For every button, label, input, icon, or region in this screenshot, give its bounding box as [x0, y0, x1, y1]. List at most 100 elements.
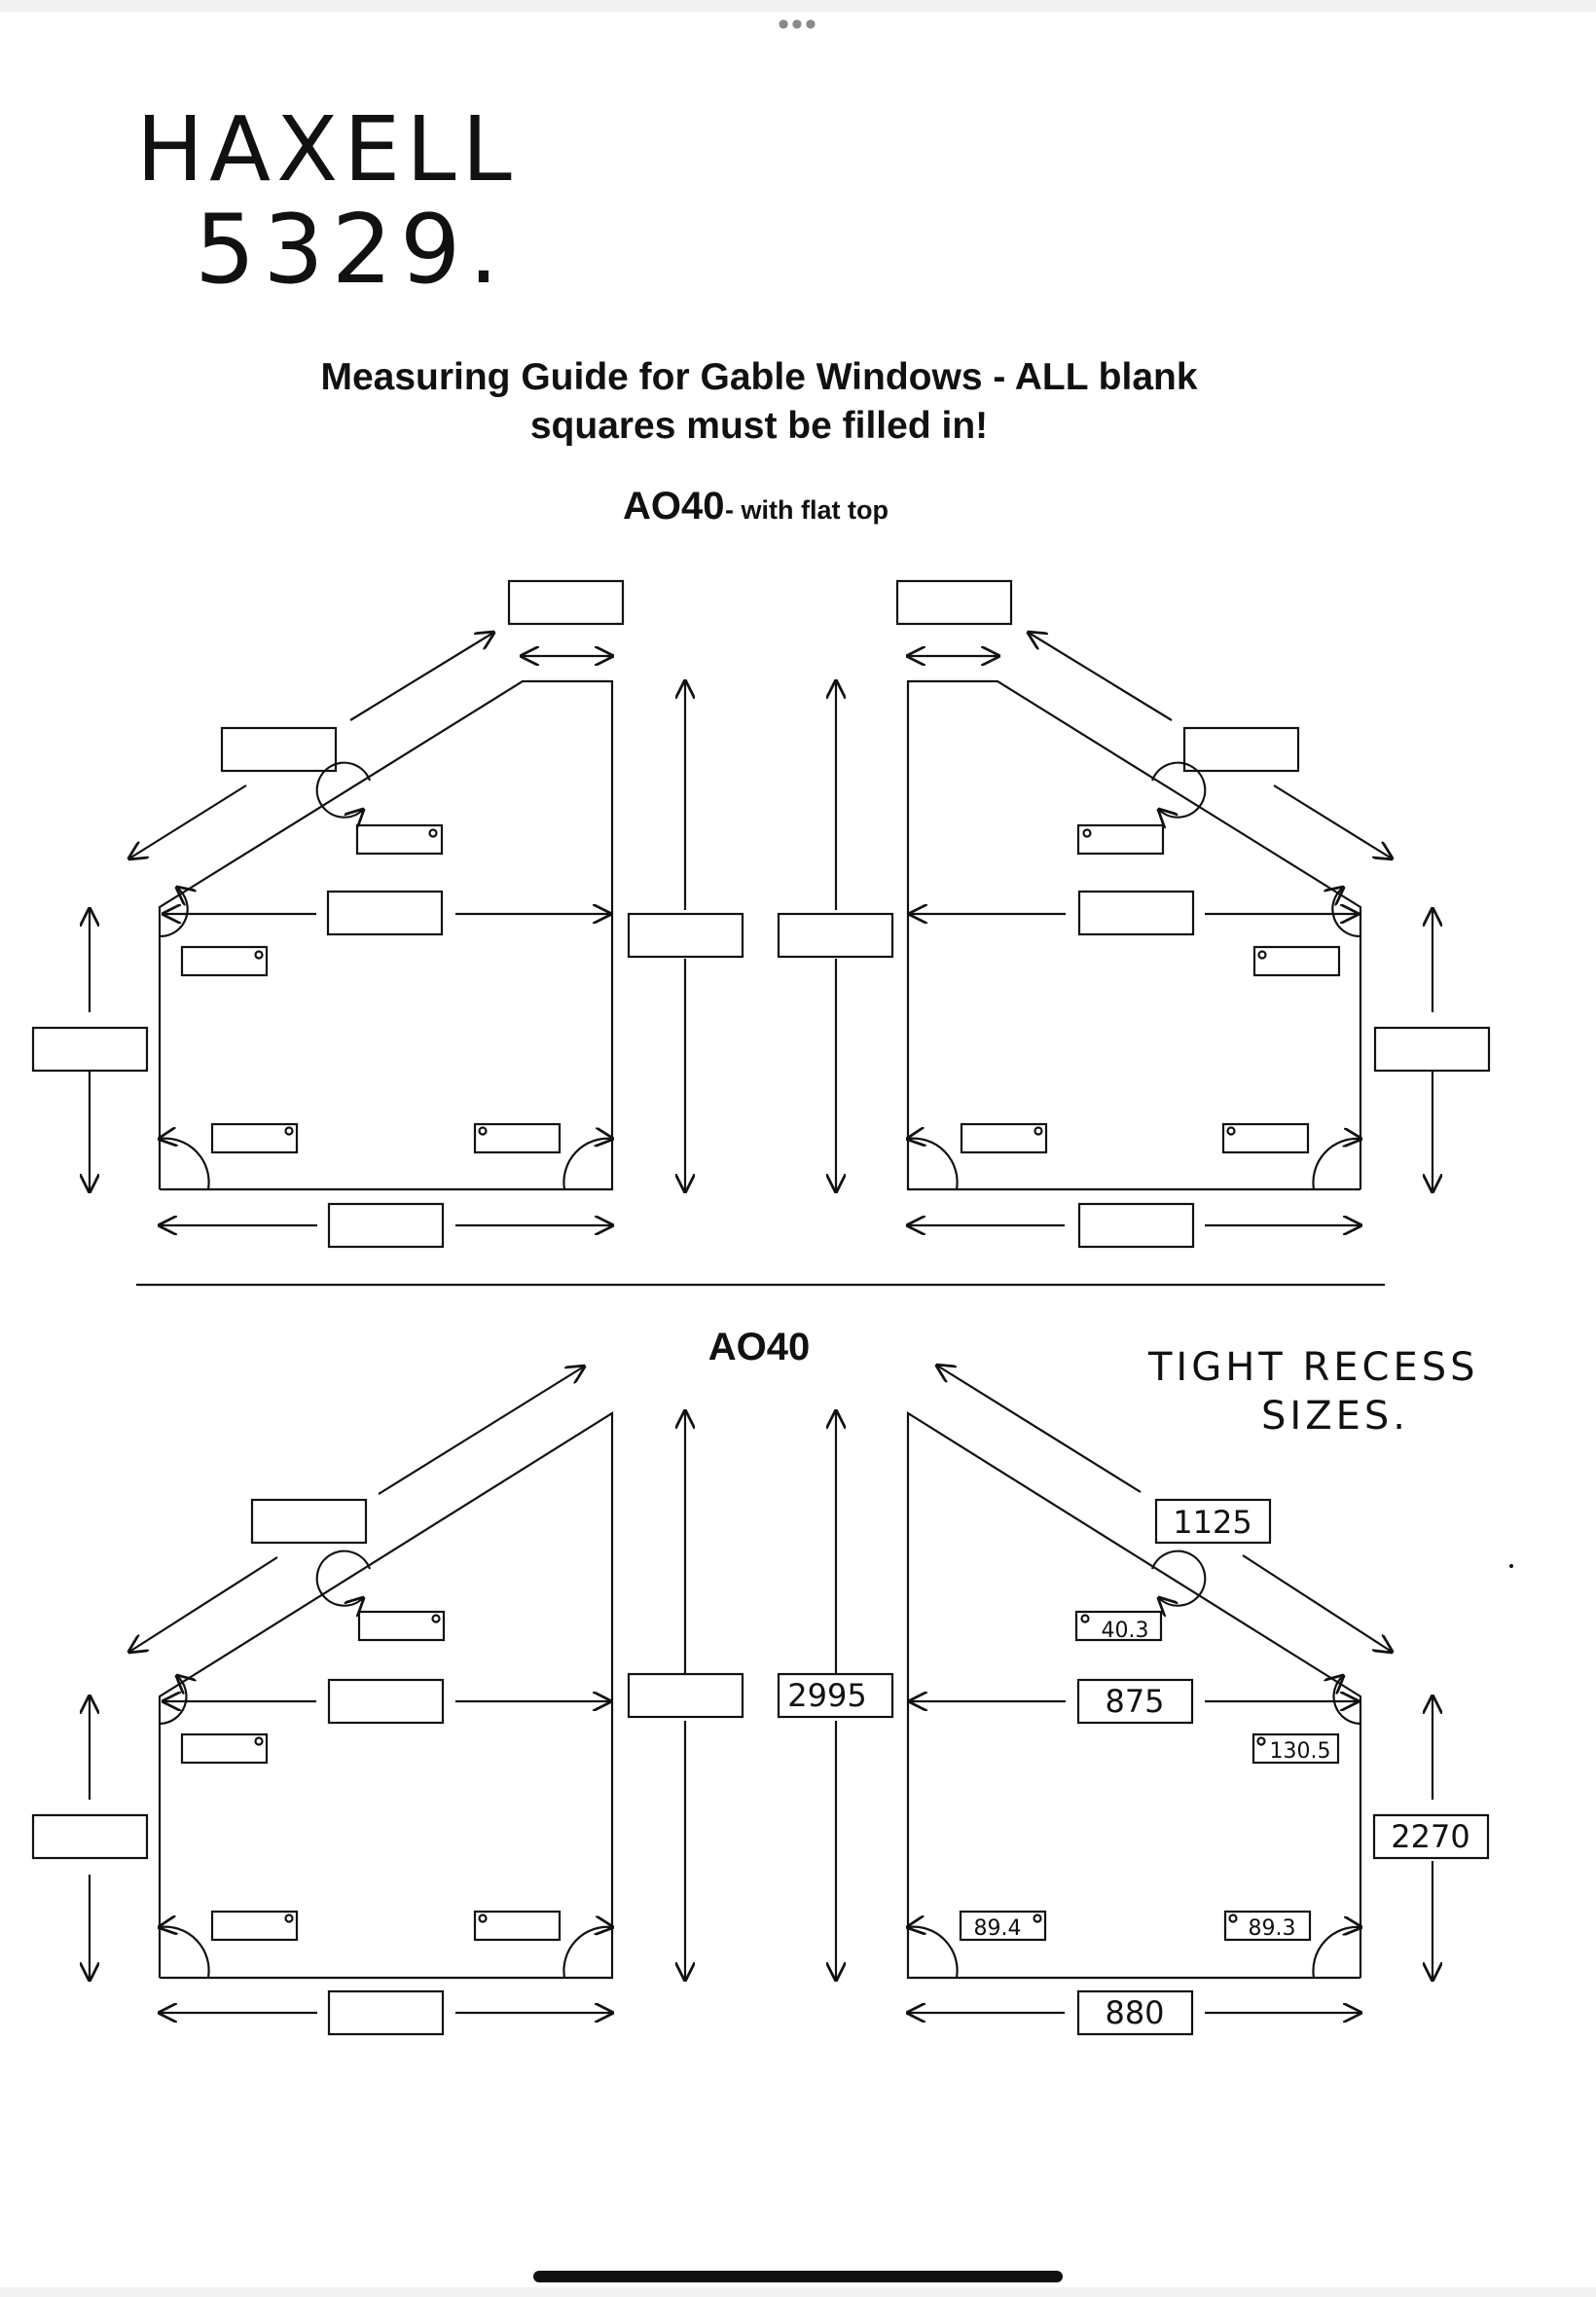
middle-width-box[interactable] [1076, 1678, 1194, 1725]
middle-width-box[interactable] [1077, 890, 1195, 936]
window-top-right [777, 579, 1491, 1249]
bottom-width-box[interactable] [327, 1989, 445, 2036]
degree-symbol [284, 1914, 294, 1923]
left-height-box[interactable] [31, 1026, 149, 1073]
top-bar [0, 0, 1596, 12]
top-width-box[interactable] [507, 579, 625, 626]
angle-box-shoulder[interactable] [1251, 1732, 1340, 1765]
dimension-arrow [129, 1556, 278, 1652]
angle-box-top[interactable] [357, 1610, 446, 1642]
angle-arc [1332, 888, 1361, 938]
angle-arc [1150, 761, 1207, 818]
middle-width-box[interactable] [327, 1678, 445, 1725]
top-model-name: AO40 [623, 485, 725, 528]
dimension-arrow [129, 784, 247, 858]
window-bottom-right [777, 1366, 1490, 2036]
left-height-box[interactable] [31, 1813, 149, 1860]
sloped-edge-box[interactable] [250, 1498, 368, 1545]
angle-arc [908, 1139, 959, 1190]
angle-arc [1312, 1139, 1360, 1190]
dimension-arrow [1242, 1554, 1392, 1652]
degree-symbol [1080, 1614, 1090, 1623]
window-bottom-left [31, 1367, 744, 2036]
degree-symbol [1257, 950, 1267, 960]
bottom-model-name: AO40 [708, 1326, 811, 1368]
dimension-arrow [1029, 633, 1173, 721]
total-height-box[interactable] [627, 912, 744, 959]
angle-box-bottom-right[interactable] [473, 1122, 562, 1154]
sloped-edge-box[interactable] [1182, 726, 1300, 773]
bottom-bar [0, 2287, 1596, 2297]
total-height-box[interactable] [777, 1672, 894, 1719]
right-height-box[interactable] [1372, 1813, 1490, 1860]
shoulder-angle-value: 130.5 [1270, 1739, 1331, 1764]
degree-symbol [428, 828, 438, 838]
customer-name: HAXELL [136, 97, 518, 201]
guide-title-line1: Measuring Guide for Gable Windows - ALL … [320, 356, 1197, 398]
total-height-value: 2995 [787, 1677, 866, 1714]
angle-box-top[interactable] [1074, 1610, 1163, 1642]
angle-box-bottom-left[interactable] [960, 1122, 1048, 1154]
window-outline [906, 679, 1362, 1191]
bottom-left-angle-value: 89.4 [974, 1916, 1022, 1941]
job-number: 5329. [195, 195, 507, 306]
angle-arc [1334, 1676, 1361, 1726]
degree-symbol [254, 1736, 264, 1746]
angle-arc [908, 1927, 959, 1979]
ellipsis-icon[interactable]: ••• [778, 6, 818, 43]
degree-symbol [478, 1914, 488, 1923]
window-outline [906, 1411, 1362, 1980]
total-height-box[interactable] [627, 1672, 744, 1719]
window-outline [158, 679, 614, 1191]
right-height-box[interactable] [1373, 1026, 1491, 1073]
sloped-edge-value: 1125 [1173, 1504, 1251, 1541]
degree-symbol [284, 1126, 294, 1136]
angle-box-bottom-right[interactable] [1221, 1122, 1310, 1154]
angle-arc [315, 1550, 372, 1606]
sloped-edge-box[interactable] [220, 726, 338, 773]
angle-arc [160, 1139, 210, 1190]
angle-box-bottom-left[interactable] [210, 1122, 299, 1154]
angle-box-top[interactable] [1076, 823, 1165, 856]
bottom-width-box[interactable] [327, 1202, 445, 1249]
degree-symbol [1226, 1126, 1236, 1136]
angle-arc [1150, 1550, 1207, 1606]
angle-box-bottom-right[interactable] [473, 1910, 562, 1942]
note-line1: TIGHT RECESS [1147, 1345, 1479, 1390]
angle-box-bottom-right[interactable] [1223, 1910, 1312, 1942]
guide-title-line2: squares must be filled in! [530, 405, 988, 447]
angle-box-bottom-left[interactable] [959, 1910, 1047, 1942]
angle-arc [159, 1676, 186, 1726]
angle-box-shoulder[interactable] [180, 1732, 269, 1765]
angle-box-shoulder[interactable] [1252, 945, 1341, 977]
middle-width-box[interactable] [326, 890, 444, 936]
top-width-box[interactable] [895, 579, 1013, 626]
middle-width-value: 875 [1105, 1683, 1164, 1720]
dimension-arrow [378, 1367, 584, 1495]
angle-arc [562, 1927, 612, 1979]
bottom-width-box[interactable] [1076, 1989, 1194, 2036]
angle-box-shoulder[interactable] [180, 945, 269, 977]
degree-symbol [1082, 828, 1092, 838]
angle-box-top[interactable] [355, 823, 444, 856]
degree-symbol [1228, 1914, 1238, 1923]
ink-dot [1509, 1564, 1513, 1568]
angle-arc [1312, 1927, 1360, 1979]
angle-box-bottom-left[interactable] [210, 1910, 299, 1942]
right-height-value: 2270 [1391, 1818, 1469, 1855]
degree-symbol [254, 950, 264, 960]
degree-symbol [478, 1126, 488, 1136]
angle-arc [315, 761, 372, 818]
home-indicator[interactable] [533, 2271, 1063, 2282]
degree-symbol [1256, 1736, 1266, 1746]
sloped-edge-box[interactable] [1154, 1498, 1272, 1545]
window-outline [158, 1411, 614, 1980]
total-height-box[interactable] [777, 912, 894, 959]
dimension-arrow [937, 1366, 1142, 1493]
dimension-arrow [1273, 784, 1392, 858]
window-top-left [31, 579, 744, 1249]
bottom-width-box[interactable] [1077, 1202, 1195, 1249]
dimension-arrow [349, 633, 493, 721]
